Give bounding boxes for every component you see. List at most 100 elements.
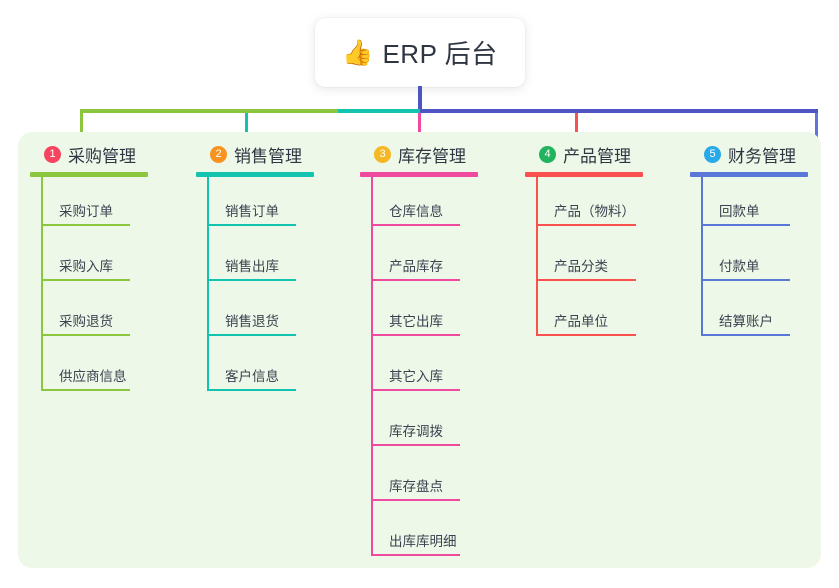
branch-item[interactable]: 仓库信息 — [373, 177, 478, 232]
branch-index-badge: 5 — [704, 145, 721, 163]
branch-item-label: 销售出库 — [225, 259, 279, 274]
branch-items: 采购订单采购入库采购退货供应商信息 — [30, 177, 148, 397]
branch-item-label: 产品单位 — [554, 314, 608, 329]
branch-item-underline — [538, 224, 636, 226]
branch-item-underline — [373, 554, 460, 556]
branch-item[interactable]: 销售出库 — [209, 232, 314, 287]
branch-item[interactable]: 采购入库 — [43, 232, 148, 287]
branch-item[interactable]: 销售退货 — [209, 287, 314, 342]
branch-item-underline — [538, 334, 636, 336]
branch-item[interactable]: 库存盘点 — [373, 452, 478, 507]
branch-item-underline — [43, 389, 130, 391]
branch-item-label: 客户信息 — [225, 369, 279, 384]
branch-item[interactable]: 产品单位 — [538, 287, 643, 342]
branch-item[interactable]: 其它出库 — [373, 287, 478, 342]
branch-item[interactable]: 采购退货 — [43, 287, 148, 342]
branch-item[interactable]: 供应商信息 — [43, 342, 148, 397]
branch-item[interactable]: 结算账户 — [703, 287, 808, 342]
branch-item-underline — [373, 334, 460, 336]
branch-item-label: 库存盘点 — [389, 479, 443, 494]
branch-item-underline — [703, 334, 790, 336]
branch-item-label: 其它入库 — [389, 369, 443, 384]
thumbs-up-icon: 👍 — [342, 38, 374, 67]
branch-title: 财务管理 — [728, 146, 796, 166]
branch-items: 回款单付款单结算账户 — [690, 177, 808, 342]
branch-item-underline — [209, 389, 296, 391]
branch-item-underline — [703, 224, 790, 226]
branch-item[interactable]: 库存调拨 — [373, 397, 478, 452]
branch-item[interactable]: 产品库存 — [373, 232, 478, 287]
branch-item-label: 库存调拨 — [389, 424, 443, 439]
branch-index-badge: 4 — [539, 145, 556, 163]
branch-item-underline — [43, 224, 130, 226]
branch-item[interactable]: 其它入库 — [373, 342, 478, 397]
branch-item-label: 仓库信息 — [389, 204, 443, 219]
branch-spine — [371, 177, 373, 556]
branch-item[interactable]: 销售订单 — [209, 177, 314, 232]
branch-spine — [536, 177, 538, 336]
branch-item-label: 销售退货 — [225, 314, 279, 329]
branch-item[interactable]: 客户信息 — [209, 342, 314, 397]
branch-items: 仓库信息产品库存其它出库其它入库库存调拨库存盘点出库库明细 — [360, 177, 478, 562]
branch-title: 库存管理 — [398, 146, 466, 166]
connector-bus-segment — [420, 109, 818, 113]
branch-underline — [690, 172, 808, 177]
branch-item-label: 付款单 — [719, 259, 760, 274]
branch-item-label: 其它出库 — [389, 314, 443, 329]
branch-item-label: 采购入库 — [59, 259, 113, 274]
branch-item[interactable]: 产品分类 — [538, 232, 643, 287]
branch-item-underline — [209, 279, 296, 281]
branch-item-underline — [538, 279, 636, 281]
connector-drop-line — [418, 113, 421, 143]
branch-item[interactable]: 付款单 — [703, 232, 808, 287]
branch-header[interactable]: 3 库存管理 — [360, 141, 478, 167]
branch-item-underline — [373, 499, 460, 501]
branch-title: 销售管理 — [234, 146, 302, 166]
root-node[interactable]: 👍 ERP 后台 — [315, 18, 525, 87]
branch-item-underline — [373, 389, 460, 391]
branch-items: 销售订单销售出库销售退货客户信息 — [196, 177, 314, 397]
branch-item-underline — [373, 444, 460, 446]
branch-item-underline — [703, 279, 790, 281]
connector-drop-line — [245, 113, 248, 143]
branch-underline — [360, 172, 478, 177]
branch-item-label: 销售订单 — [225, 204, 279, 219]
branch-index-badge: 3 — [374, 145, 391, 163]
connector-drop-line — [815, 113, 818, 143]
branch-item-underline — [43, 279, 130, 281]
branch-item-underline — [43, 334, 130, 336]
branch-spine — [41, 177, 43, 391]
branch-item-underline — [209, 224, 296, 226]
branch-item[interactable]: 采购订单 — [43, 177, 148, 232]
branch-underline — [525, 172, 643, 177]
branch-column-2: 2 销售管理销售订单销售出库销售退货客户信息 — [196, 141, 314, 397]
branch-item[interactable]: 出库库明细 — [373, 507, 478, 562]
connector-bus-segment — [338, 109, 420, 113]
branches-panel — [18, 132, 821, 568]
branch-spine — [701, 177, 703, 336]
root-connector-vertical — [418, 86, 422, 111]
branch-item-label: 产品分类 — [554, 259, 608, 274]
branch-item-label: 结算账户 — [719, 314, 773, 329]
branch-index-badge: 2 — [210, 145, 227, 163]
branch-header[interactable]: 5 财务管理 — [690, 141, 808, 167]
branch-item-label: 产品（物料） — [554, 204, 635, 219]
connector-bus-segment — [80, 109, 338, 113]
branch-title: 采购管理 — [68, 146, 136, 166]
branch-item[interactable]: 产品（物料） — [538, 177, 643, 232]
branch-column-5: 5 财务管理回款单付款单结算账户 — [690, 141, 808, 342]
branch-header[interactable]: 4 产品管理 — [525, 141, 643, 167]
branch-item-underline — [373, 224, 460, 226]
branch-spine — [207, 177, 209, 391]
branch-item[interactable]: 回款单 — [703, 177, 808, 232]
root-node-title: ERP 后台 — [382, 39, 498, 69]
branch-header[interactable]: 2 销售管理 — [196, 141, 314, 167]
branch-column-3: 3 库存管理仓库信息产品库存其它出库其它入库库存调拨库存盘点出库库明细 — [360, 141, 478, 562]
branch-items: 产品（物料） 产品分类产品单位 — [525, 177, 643, 342]
branch-item-label: 出库库明细 — [389, 534, 457, 549]
branch-title: 产品管理 — [563, 146, 631, 166]
branch-item-label: 采购订单 — [59, 204, 113, 219]
